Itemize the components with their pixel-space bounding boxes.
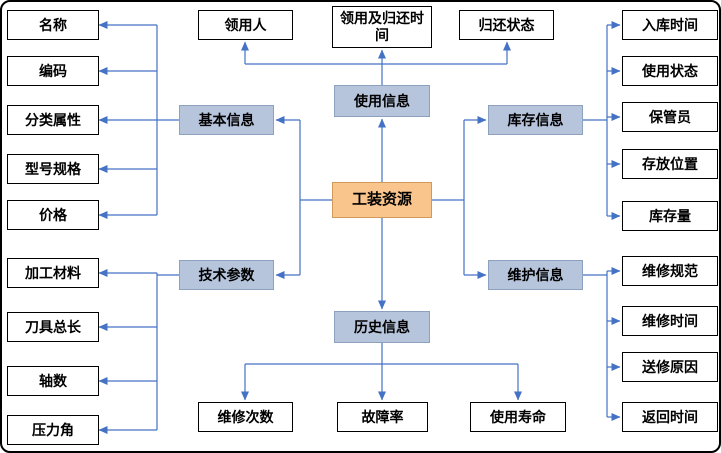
- leaf-name: 名称: [7, 10, 99, 40]
- root-node: 工装资源: [332, 182, 432, 218]
- leaf-material: 加工材料: [7, 258, 99, 288]
- leaf-return-time: 返回时间: [622, 402, 718, 432]
- wire-arrows-history-info: [241, 364, 522, 401]
- branch-usage-info: 使用信息: [334, 85, 430, 117]
- leaf-storage-location: 存放位置: [622, 149, 718, 179]
- branch-tech-params: 技术参数: [179, 260, 274, 290]
- leaf-repair-count: 维修次数: [198, 402, 293, 432]
- wire-arrows-basic-info: [98, 21, 157, 219]
- leaf-return-status: 归还状态: [459, 10, 554, 40]
- branch-basic-info: 基本信息: [179, 105, 274, 135]
- leaf-repair-reason: 送修原因: [622, 352, 718, 382]
- branch-inventory-info: 库存信息: [488, 105, 583, 135]
- leaf-model-spec: 型号规格: [7, 154, 99, 184]
- leaf-borrow-return-time: 领用及归还时间: [332, 6, 432, 48]
- leaf-price: 价格: [7, 200, 99, 230]
- leaf-pressure-angle: 压力角: [7, 415, 99, 445]
- leaf-axis-count: 轴数: [7, 366, 99, 396]
- leaf-stock-quantity: 库存量: [622, 201, 718, 231]
- leaf-custodian: 保管员: [622, 102, 718, 132]
- leaf-service-life: 使用寿命: [470, 402, 566, 432]
- leaf-category: 分类属性: [7, 105, 99, 135]
- leaf-repair-spec: 维修规范: [622, 256, 718, 286]
- leaf-code: 编码: [7, 56, 99, 86]
- leaf-usage-status: 使用状态: [622, 56, 718, 86]
- leaf-recipient: 领用人: [198, 10, 293, 40]
- branch-history-info: 历史信息: [334, 311, 430, 343]
- wire-arrows-maintenance-info: [607, 267, 621, 421]
- leaf-inbound-time: 入库时间: [622, 10, 718, 40]
- leaf-failure-rate: 故障率: [337, 402, 428, 432]
- wire-arrows-tech-params: [98, 269, 157, 434]
- leaf-repair-time: 维修时间: [622, 306, 718, 336]
- leaf-tool-length: 刀具总长: [7, 312, 99, 342]
- wire-arrows-inventory-info: [607, 21, 621, 220]
- branch-maintenance-info: 维护信息: [488, 260, 583, 290]
